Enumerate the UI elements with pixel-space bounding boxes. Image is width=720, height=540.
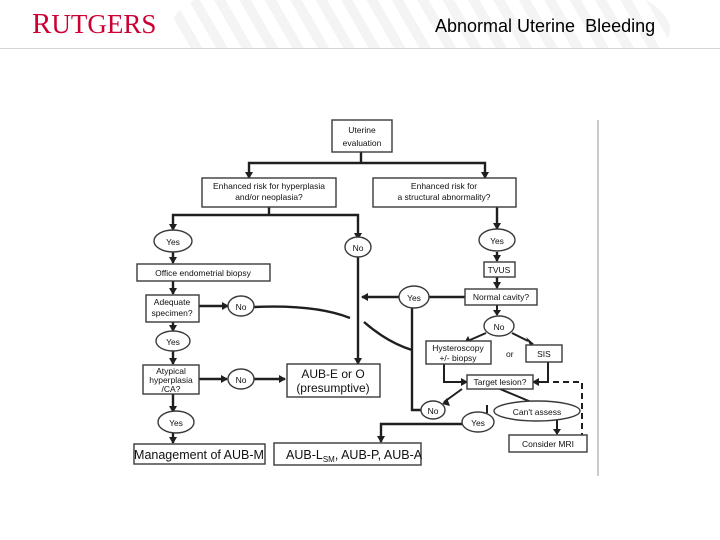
svg-text:Yes: Yes bbox=[490, 236, 504, 246]
node-risk-hyperplasia: Enhanced risk for hyperplasia and/or neo… bbox=[201, 177, 337, 208]
svg-text:No: No bbox=[494, 322, 505, 332]
oval-yes-specimen: Yes bbox=[155, 330, 191, 352]
node-uterine-evaluation: Uterine evaluation bbox=[331, 119, 393, 153]
node-sis: SIS bbox=[525, 344, 563, 363]
risk-hyperplasia-line2: and/or neoplasia? bbox=[235, 192, 303, 202]
svg-text:Yes: Yes bbox=[166, 237, 180, 247]
svg-text:Atypical: Atypical bbox=[156, 366, 186, 376]
node-hysteroscopy: Hysteroscopy +/- biopsy bbox=[425, 340, 492, 365]
node-aub-e-o: AUB-E or O (presumptive) bbox=[286, 363, 381, 398]
svg-text:Yes: Yes bbox=[169, 418, 183, 428]
svg-text:No: No bbox=[236, 375, 247, 385]
svg-text:Yes: Yes bbox=[166, 337, 180, 347]
svg-text:Consider MRI: Consider MRI bbox=[522, 439, 574, 449]
uterine-evaluation-line1: Uterine bbox=[348, 125, 376, 135]
svg-text:No: No bbox=[428, 406, 439, 416]
oval-no-middle: No bbox=[344, 236, 372, 258]
node-tvus: TVUS bbox=[483, 261, 516, 278]
svg-text:/CA?: /CA? bbox=[162, 384, 181, 394]
svg-text:Management of AUB-M: Management of AUB-M bbox=[134, 448, 264, 462]
node-risk-structural: Enhanced risk for a structural abnormali… bbox=[372, 177, 517, 208]
svg-text:Can't assess: Can't assess bbox=[513, 407, 561, 417]
seal-watermark bbox=[170, 0, 670, 48]
oval-yes-left: Yes bbox=[153, 229, 193, 253]
node-office-biopsy: Office endometrial biopsy bbox=[136, 263, 271, 282]
svg-text:No: No bbox=[236, 302, 247, 312]
node-normal-cavity: Normal cavity? bbox=[464, 288, 538, 306]
risk-structural-line1: Enhanced risk for bbox=[411, 181, 477, 191]
svg-text:Target lesion?: Target lesion? bbox=[474, 377, 527, 387]
risk-structural-line2: a structural abnormality? bbox=[397, 192, 490, 202]
svg-text:hyperplasia: hyperplasia bbox=[149, 375, 193, 385]
oval-no-cavity: No bbox=[483, 315, 515, 337]
svg-text:Adequate: Adequate bbox=[154, 297, 191, 307]
uterine-evaluation-line2: evaluation bbox=[343, 138, 382, 148]
node-atypical: Atypical hyperplasia /CA? bbox=[142, 364, 200, 395]
svg-text:Hysteroscopy: Hysteroscopy bbox=[432, 343, 484, 353]
svg-text:Yes: Yes bbox=[407, 293, 421, 303]
header-divider bbox=[0, 48, 720, 49]
risk-hyperplasia-line1: Enhanced risk for hyperplasia bbox=[213, 181, 325, 191]
connectors bbox=[169, 152, 583, 448]
oval-yes-atypical: Yes bbox=[157, 410, 195, 434]
oval-no-target: No bbox=[420, 400, 446, 420]
oval-no-atypical: No bbox=[227, 368, 255, 390]
svg-text:specimen?: specimen? bbox=[151, 308, 192, 318]
svg-text:SIS: SIS bbox=[537, 349, 551, 359]
rutgers-logo: RUTGERS bbox=[32, 8, 157, 40]
node-target-lesion: Target lesion? bbox=[466, 374, 534, 390]
slide-title: Abnormal Uterine Bleeding bbox=[435, 16, 656, 36]
node-management-aub-m: Management of AUB-M bbox=[133, 443, 266, 465]
oval-cant-assess: Can't assess bbox=[493, 400, 581, 422]
svg-text:TVUS: TVUS bbox=[488, 265, 511, 275]
svg-text:Yes: Yes bbox=[471, 418, 485, 428]
aub-l-label: AUB-LSM, AUB-P, AUB-A bbox=[286, 448, 423, 464]
svg-text:Office endometrial biopsy: Office endometrial biopsy bbox=[155, 268, 252, 278]
svg-text:Normal cavity?: Normal cavity? bbox=[473, 292, 529, 302]
svg-text:+/- biopsy: +/- biopsy bbox=[439, 353, 477, 363]
svg-text:AUB-E or O: AUB-E or O bbox=[301, 367, 364, 381]
or-label: or bbox=[506, 349, 514, 359]
node-aub-l-p-a: AUB-LSM, AUB-P, AUB-A bbox=[273, 442, 423, 466]
node-adequate-specimen: Adequate specimen? bbox=[145, 294, 200, 323]
oval-yes-normal: Yes bbox=[398, 285, 430, 309]
svg-text:No: No bbox=[353, 243, 364, 253]
oval-no-specimen: No bbox=[227, 295, 255, 317]
node-consider-mri: Consider MRI bbox=[508, 434, 588, 453]
oval-yes-right: Yes bbox=[478, 228, 516, 252]
slide-header: RUTGERS Abnormal Uterine Bleeding bbox=[0, 0, 720, 48]
svg-text:(presumptive): (presumptive) bbox=[296, 381, 369, 395]
oval-yes-target: Yes bbox=[461, 411, 495, 433]
